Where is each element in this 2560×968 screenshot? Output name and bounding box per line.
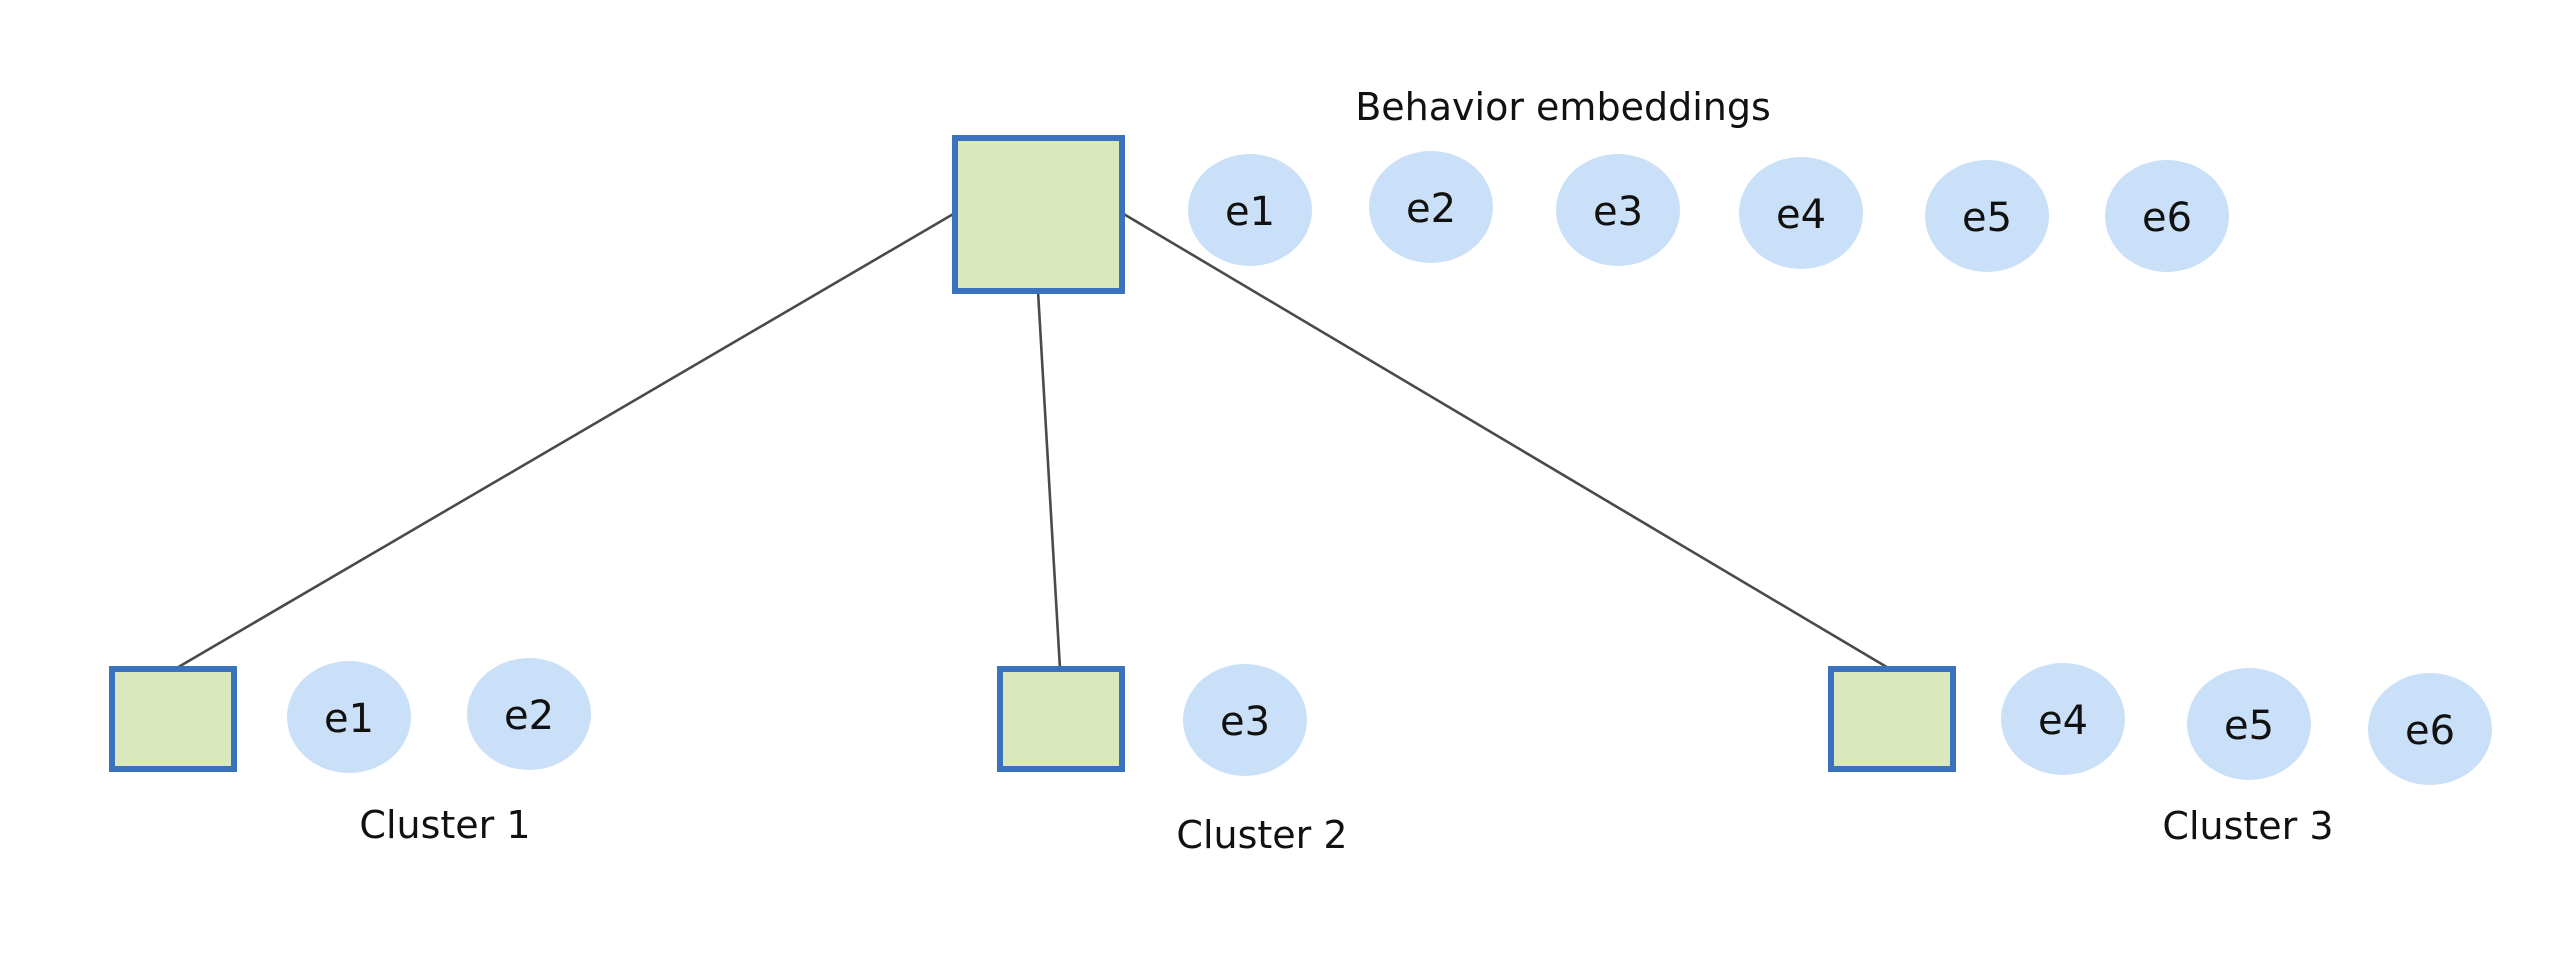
cluster-1-node	[109, 666, 237, 772]
root-embedding-label: e4	[1776, 192, 1826, 238]
root-embedding-label: e6	[2142, 195, 2192, 241]
root-embedding-label: e3	[1593, 189, 1643, 235]
cluster-2-label: Cluster 2	[1176, 813, 1347, 857]
cluster-embedding-label: e5	[2224, 703, 2274, 749]
root-node	[952, 135, 1125, 294]
cluster-embedding-label: e2	[504, 693, 554, 739]
cluster-1-embedding-e1: e1	[287, 661, 411, 773]
root-embedding-e2: e2	[1369, 151, 1493, 263]
edge-root-cluster-1	[174, 211, 956, 671]
root-embedding-e5: e5	[1925, 160, 2049, 272]
cluster-3: e4 e5 e6 Cluster 3	[1828, 663, 2492, 848]
root-embedding-label: e5	[1962, 195, 2012, 241]
root-embedding-e3: e3	[1556, 154, 1680, 266]
root-label: Behavior embeddings	[1355, 85, 1771, 129]
cluster-2-embedding-e3: e3	[1183, 664, 1307, 776]
cluster-1-embedding-e2: e2	[467, 658, 591, 770]
cluster-embedding-label: e1	[324, 696, 374, 742]
cluster-embedding-label: e6	[2405, 708, 2455, 754]
cluster-embedding-label: e3	[1220, 699, 1270, 745]
cluster-3-node	[1828, 666, 1956, 772]
root-embedding-label: e2	[1406, 186, 1456, 232]
cluster-2-node	[997, 666, 1125, 772]
cluster-3-embedding-e6: e6	[2368, 673, 2492, 785]
root-embedding-e4: e4	[1739, 157, 1863, 269]
edge-root-cluster-3	[1121, 211, 1891, 671]
edge-root-cluster-2	[1036, 290, 1062, 670]
root-embedding-label: e1	[1225, 189, 1275, 235]
cluster-2: e3 Cluster 2	[997, 664, 1348, 857]
root-embeddings: e1 e2 e3 e4 e5 e6	[1188, 151, 2229, 272]
cluster-1: e1 e2 Cluster 1	[109, 658, 591, 847]
root-embedding-e1: e1	[1188, 154, 1312, 266]
cluster-3-label: Cluster 3	[2162, 804, 2333, 848]
cluster-1-label: Cluster 1	[359, 803, 530, 847]
cluster-3-embedding-e5: e5	[2187, 668, 2311, 780]
cluster-3-embedding-e4: e4	[2001, 663, 2125, 775]
cluster-embedding-label: e4	[2038, 698, 2088, 744]
root-embedding-e6: e6	[2105, 160, 2229, 272]
